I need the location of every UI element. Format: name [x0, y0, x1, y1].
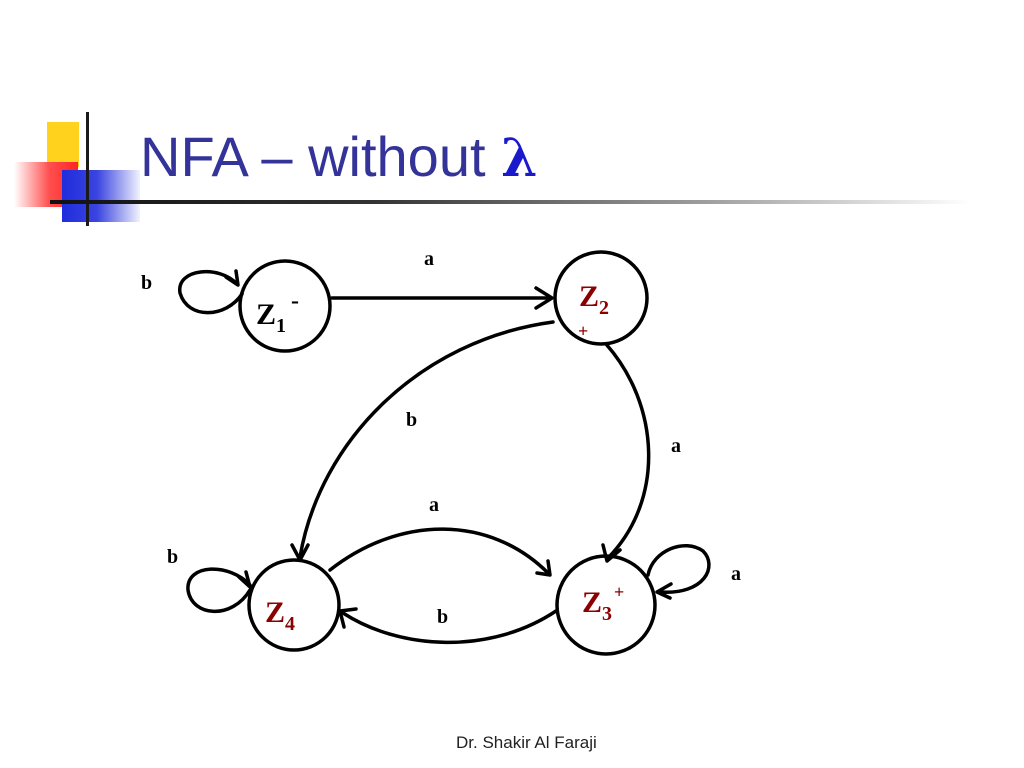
state-z2-mark: +	[578, 321, 588, 341]
arrowhead-z3-z4	[338, 607, 358, 629]
loop-z3-a	[646, 543, 711, 594]
vertical-rule	[86, 112, 89, 226]
state-z1-label: Z1-	[256, 288, 299, 337]
edge-z2-z4-b	[298, 320, 555, 559]
label-z4-z3: a	[429, 494, 439, 516]
state-z2-label: Z2	[579, 280, 609, 319]
edge-z4-z3-a	[328, 527, 550, 575]
arrowhead-loop-z1	[224, 269, 240, 287]
label-z3-z4: b	[437, 606, 448, 628]
label-loop-z3: a	[731, 563, 741, 585]
title-underline	[50, 200, 970, 204]
slide-title: NFA – without λ	[140, 122, 538, 194]
edge-z2-z3-a	[604, 342, 651, 560]
blue-square-decoration	[62, 170, 140, 222]
arrowhead-z2-z3	[601, 543, 622, 563]
label-z1-z2: a	[424, 248, 434, 270]
arrowhead-z2-z4	[290, 543, 310, 562]
label-z2-z4: b	[406, 409, 417, 431]
arrowhead-loop-z3	[655, 582, 673, 600]
arrowhead-z1-z2	[534, 286, 554, 310]
state-z1-circle	[238, 259, 332, 353]
state-z4-circle	[247, 558, 341, 652]
state-z4-label: Z4	[265, 596, 295, 635]
label-z2-z3: a	[671, 435, 681, 457]
arrowhead-z4-z3	[535, 559, 552, 577]
loop-z1-b	[178, 270, 244, 315]
arrowhead-loop-z4	[237, 570, 252, 589]
edge-z3-z4-b	[341, 609, 558, 645]
slide-title-text: NFA – without	[140, 125, 502, 188]
label-loop-z1: b	[141, 272, 152, 294]
slide-footer: Dr. Shakir Al Faraji	[456, 733, 597, 752]
label-loop-z4: b	[167, 546, 178, 568]
state-z2-circle	[553, 250, 649, 346]
lambda-symbol: λ	[501, 128, 538, 189]
yellow-square-decoration	[47, 122, 79, 167]
loop-z4-b	[186, 567, 252, 614]
state-z3-label: Z3+	[582, 582, 624, 625]
